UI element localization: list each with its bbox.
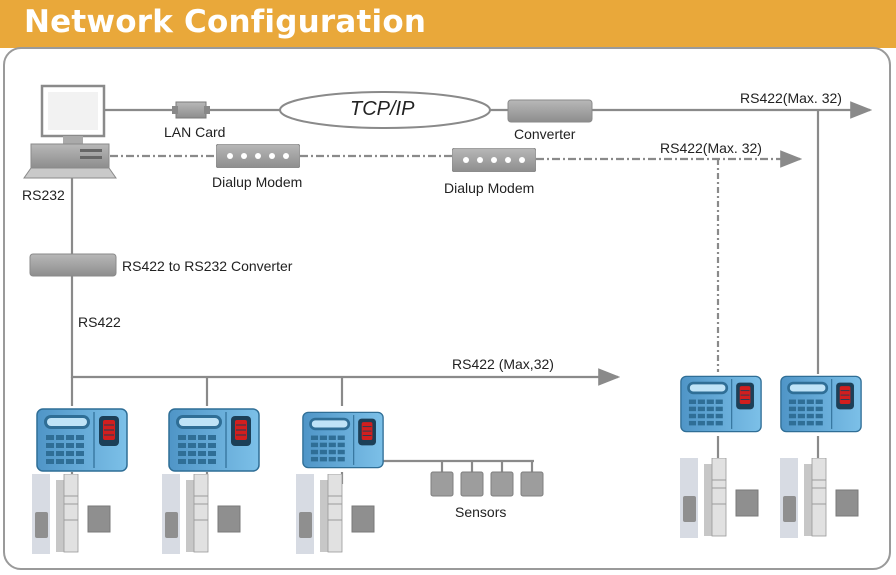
terminal-3: [302, 411, 384, 469]
terminal-5: [780, 375, 862, 433]
page-title: Network Configuration: [24, 4, 427, 40]
pc-icon: [23, 84, 117, 179]
converter-device: [507, 99, 593, 123]
dialup-modem-1-label: Dialup Modem: [212, 174, 303, 190]
peripherals-1: [32, 474, 111, 554]
rs422-max-mid-label: RS422(Max. 32): [660, 140, 762, 156]
peripherals-2: [162, 474, 241, 554]
peripherals-5: [780, 458, 859, 538]
title-bar: Network Configuration: [0, 0, 896, 48]
tcp-ip-label: TCP/IP: [350, 98, 415, 120]
rs422-label: RS422: [78, 314, 121, 330]
sensor: [460, 471, 484, 497]
peripherals-3: [296, 474, 375, 554]
connection-lines: [70, 101, 873, 484]
converter-label: Converter: [514, 126, 576, 142]
terminal-2: [168, 408, 260, 472]
rs422-rs232-converter: [29, 253, 117, 277]
sensors-label: Sensors: [455, 504, 507, 520]
dialup-modem-2-label: Dialup Modem: [444, 180, 535, 196]
lan-card-icon: [172, 101, 210, 119]
terminal-4: [680, 375, 762, 433]
rs422-bus-label: RS422 (Max,32): [452, 356, 554, 372]
rs232-label: RS232: [22, 187, 65, 203]
lan-card-label: LAN Card: [164, 124, 226, 140]
sensor: [490, 471, 514, 497]
dialup-modem-2-device: [452, 148, 536, 172]
terminal-1: [36, 408, 128, 472]
sensor: [430, 471, 454, 497]
dialup-modem-1-device: [216, 144, 300, 168]
rs422-max-top-label: RS422(Max. 32): [740, 90, 842, 106]
sensor: [520, 471, 544, 497]
tcp-ip-cloud: [279, 91, 491, 129]
rs422-to-rs232-label: RS422 to RS232 Converter: [122, 258, 293, 274]
sensors-group: [430, 471, 544, 497]
peripherals-4: [680, 458, 759, 538]
